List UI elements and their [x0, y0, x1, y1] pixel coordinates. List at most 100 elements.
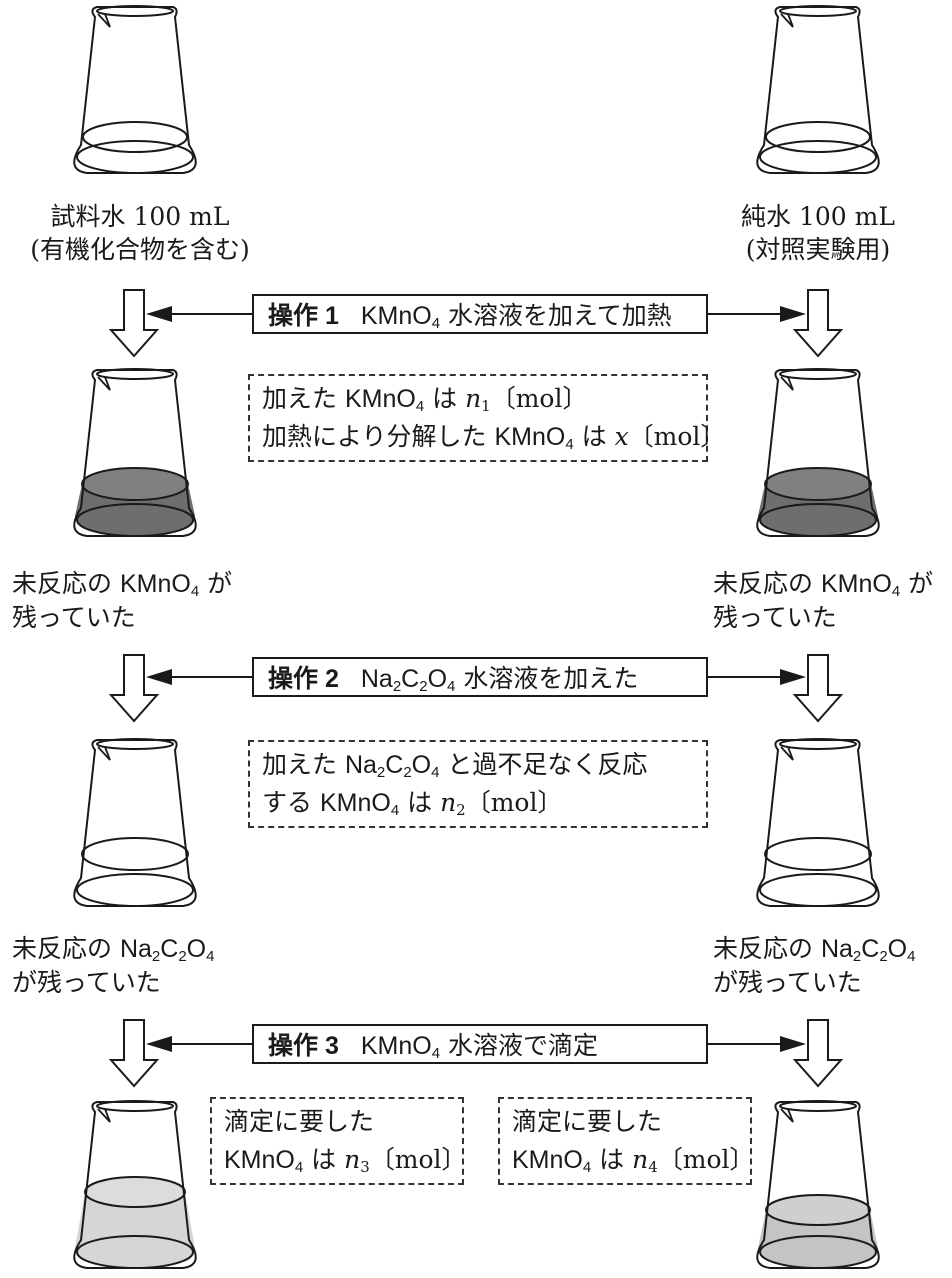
step2-note-line1: 加えた Na2C2O4 と過不足なく反応 [262, 746, 694, 784]
right-result-2-na: Na [820, 935, 853, 963]
n1-formula: KMnO [344, 385, 416, 413]
n4-var: n [632, 1145, 649, 1174]
right-result-2-o-sub: 4 [907, 948, 916, 965]
left-arrow-3 [110, 1019, 158, 1087]
operation-2-sub-1: 2 [392, 678, 402, 695]
pure-beaker-after-op3 [756, 1100, 880, 1269]
x-unit: 〔mol〕 [628, 422, 726, 451]
operation-2-sub-3: 4 [447, 678, 456, 695]
operation-1-subscript: 4 [431, 315, 441, 332]
pure-water-caption: 純水 100 mL (対照実験用) [688, 200, 948, 266]
operation-3-formula: KMnO [360, 1032, 432, 1060]
step1-note: 加えた KMnO4 は n1〔mol〕 加熱により分解した KMnO4 は x〔… [248, 374, 725, 462]
left-result-1-prefix: 未反応の [12, 569, 120, 598]
right-arrow-1 [794, 289, 842, 357]
step1-note-line2: 加熱により分解した KMnO4 は x〔mol〕 [262, 418, 725, 456]
n2-c: C [385, 751, 404, 779]
pure-beaker-after-op2 [756, 738, 880, 907]
sample-water-beaker [73, 5, 197, 174]
n4-line1: 滴定に要した [512, 1107, 663, 1136]
n2-suffix: と過不足なく反応 [439, 750, 648, 779]
n2-c-sub: 2 [403, 764, 412, 781]
n4-line2: KMnO4 は n4〔mol〕 [512, 1141, 755, 1179]
right-result-2-c: C [861, 935, 880, 963]
pure-water-label: 純水 100 mL [741, 202, 895, 231]
operation-2-formula-o: O [427, 665, 448, 693]
x-formula-sub: 4 [565, 436, 574, 453]
n2l2-unit: 〔mol〕 [465, 788, 563, 817]
sample-beaker-after-op3 [73, 1100, 197, 1269]
sample-water-caption: 試料水 100 mL (有機化合物を含む) [10, 200, 270, 266]
n4-wa: は [591, 1145, 633, 1174]
n3-wa: は [303, 1145, 345, 1174]
right-result-2-o: O [887, 935, 908, 963]
n3-formula: KMnO [224, 1146, 295, 1174]
n2l2-var: n [440, 788, 457, 817]
right-arrow-2 [794, 654, 842, 722]
n2l2-var-sub: 2 [456, 801, 466, 819]
left-result-1-line2: 残っていた [12, 603, 136, 632]
operation-1-text: 水溶液を加えて加熱 [440, 301, 672, 330]
left-result-1: 未反応の KMnO4 が 残っていた [12, 567, 232, 635]
n1-formula-sub: 4 [415, 398, 425, 415]
x-formula: KMnO [494, 423, 566, 451]
n3-formula-sub: 4 [294, 1159, 304, 1176]
right-result-2-na-sub: 2 [852, 948, 862, 965]
right-result-1-formula: KMnO [820, 570, 892, 598]
right-result-1-line2: 残っていた [713, 603, 837, 632]
pure-beaker-after-op1 [756, 368, 880, 537]
left-result-2-c-sub: 2 [178, 948, 187, 965]
n2l2-formula: KMnO [319, 789, 391, 817]
n3-line1: 滴定に要した [224, 1107, 375, 1136]
left-result-1-formula: KMnO [119, 570, 191, 598]
n2-o: O [411, 751, 432, 779]
sample-beaker-after-op1 [73, 368, 197, 537]
operation-2-formula-na: Na [360, 665, 393, 693]
pure-water-note: (対照実験用) [745, 235, 891, 264]
operation-1-formula: KMnO [360, 302, 432, 330]
n3-var-sub: 3 [360, 1158, 370, 1176]
left-arrow-2 [110, 654, 158, 722]
n1-var: n [465, 384, 482, 413]
operation-3-subscript: 4 [431, 1045, 441, 1062]
n2l2-prefix: する [262, 788, 320, 817]
right-result-1-ga: が [900, 569, 934, 598]
n4-formula-sub: 4 [582, 1159, 592, 1176]
right-result-2-c-sub: 2 [879, 948, 888, 965]
operation-1-number: 操作 1 [268, 302, 339, 330]
operation-3-number: 操作 3 [268, 1032, 339, 1060]
left-result-2-o-sub: 4 [206, 948, 215, 965]
n1-var-sub: 1 [481, 397, 491, 415]
right-arrow-3 [794, 1019, 842, 1087]
operation-2-formula-c: C [401, 665, 420, 693]
operation-3-text: 水溶液で滴定 [440, 1031, 599, 1060]
operation-2-number: 操作 2 [268, 665, 339, 693]
left-arrow-1 [110, 289, 158, 357]
n3-line2: KMnO4 は n3〔mol〕 [224, 1141, 467, 1179]
n1-unit: 〔mol〕 [490, 384, 588, 413]
x-wa: は [573, 422, 615, 451]
left-result-2: 未反応の Na2C2O4 が残っていた [12, 932, 214, 1000]
n2-prefix: 加えた [262, 750, 345, 779]
left-result-2-line2: が残っていた [12, 968, 161, 997]
right-result-2: 未反応の Na2C2O4 が残っていた [713, 932, 915, 1000]
left-result-2-c: C [160, 935, 179, 963]
n2-na: Na [344, 751, 377, 779]
step2-note-line2: する KMnO4 は n2〔mol〕 [262, 784, 694, 822]
left-result-2-na-sub: 2 [151, 948, 161, 965]
operation-2-text: 水溶液を加えた [455, 664, 639, 693]
right-result-2-line2: が残っていた [713, 968, 862, 997]
n2l2-formula-sub: 4 [390, 802, 400, 819]
right-result-1-prefix: 未反応の [713, 569, 821, 598]
sample-water-label: 試料水 100 mL [50, 202, 230, 231]
right-result-2-prefix: 未反応の [713, 934, 821, 963]
x-var: x [614, 422, 629, 451]
left-result-1-ga: が [199, 569, 233, 598]
n1-prefix: 加えた [262, 384, 345, 413]
sample-beaker-after-op2 [73, 738, 197, 907]
sample-water-note: (有機化合物を含む) [30, 235, 250, 264]
pure-water-beaker [756, 5, 880, 174]
n4-var-sub: 4 [648, 1158, 658, 1176]
left-result-2-o: O [186, 935, 207, 963]
